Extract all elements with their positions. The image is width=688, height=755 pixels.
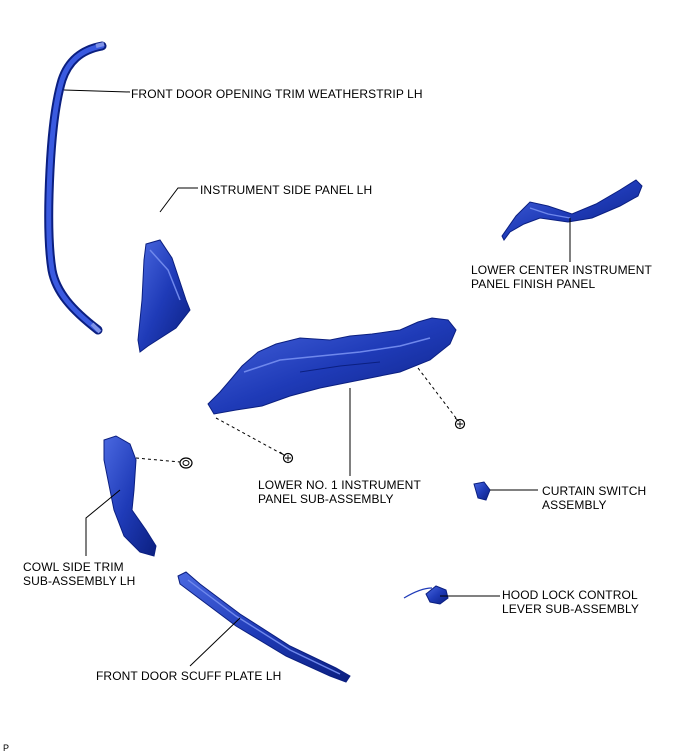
curtain-switch-label-line1: CURTAIN SWITCH xyxy=(542,484,647,498)
scuff-plate-label: FRONT DOOR SCUFF PLATE LH xyxy=(96,669,282,683)
clip-icon xyxy=(179,457,193,469)
scuff-plate-part xyxy=(177,571,351,683)
cowl-side-trim-part xyxy=(103,435,157,557)
screw-icon xyxy=(279,451,294,464)
instrument-side-panel-part xyxy=(137,239,191,353)
leader-lines xyxy=(63,89,571,667)
cowl-label-line2: SUB-ASSEMBLY LH xyxy=(23,574,136,588)
lower-center-label-line2: PANEL FINISH PANEL xyxy=(471,277,596,291)
curtain-switch-part xyxy=(473,481,491,501)
weatherstrip-label: FRONT DOOR OPENING TRIM WEATHERSTRIP LH xyxy=(131,87,423,101)
hood-lock-lever-part xyxy=(403,585,449,605)
hood-lock-label-line1: HOOD LOCK CONTROL xyxy=(502,588,638,602)
hood-lock-label-line2: LEVER SUB-ASSEMBLY xyxy=(502,602,639,616)
lower-no1-instrument-panel-part xyxy=(207,317,457,415)
screw-icon xyxy=(454,417,466,430)
cowl-label-line1: COWL SIDE TRIM xyxy=(23,560,124,574)
dashed-lines xyxy=(135,367,457,463)
curtain-switch-label-line2: ASSEMBLY xyxy=(542,498,607,512)
side-panel-label: INSTRUMENT SIDE PANEL LH xyxy=(200,183,373,197)
lower-no1-label-line2: PANEL SUB-ASSEMBLY xyxy=(258,492,394,506)
lower-center-finish-panel-part xyxy=(501,179,643,241)
lower-center-label-line1: LOWER CENTER INSTRUMENT xyxy=(471,263,652,277)
weatherstrip-part xyxy=(44,41,107,335)
lower-no1-label-line1: LOWER NO. 1 INSTRUMENT xyxy=(258,478,421,492)
corner-marker: P xyxy=(3,743,10,753)
